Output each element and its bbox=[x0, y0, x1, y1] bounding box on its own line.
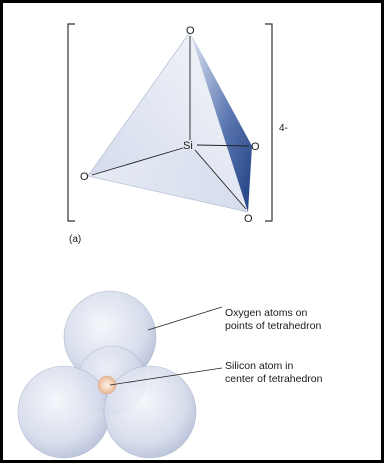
tetrahedron-right-face bbox=[190, 32, 252, 212]
oxygen-label-bottom-right: O bbox=[244, 213, 253, 225]
oxygen-callout-line bbox=[147, 306, 223, 331]
tetrahedron-bottom-face bbox=[88, 148, 248, 212]
oxygen-sphere-right bbox=[103, 365, 197, 459]
space-filling-model: Oxygen atoms on points of tetrahedron Si… bbox=[17, 290, 323, 459]
bond-si-right bbox=[196, 144, 250, 147]
oxygen-sphere-left bbox=[17, 365, 111, 459]
bond-si-bottom-right bbox=[194, 149, 247, 210]
silicon-callout-line2: center of tetrahedron bbox=[225, 373, 323, 385]
silicon-label: Si bbox=[183, 140, 193, 152]
edge-left-bottom bbox=[87, 175, 249, 213]
left-bracket bbox=[67, 23, 75, 222]
edge-top-left bbox=[87, 31, 191, 177]
oxygen-callout-line1: Oxygen atoms on bbox=[225, 307, 307, 319]
panel-label-a: (a) bbox=[69, 234, 81, 245]
oxygen-label-left: O bbox=[80, 171, 89, 183]
silicon-callout-line1: Silicon atom in bbox=[225, 360, 293, 372]
oxygen-label-right: O bbox=[251, 141, 260, 153]
bond-si-left bbox=[91, 147, 184, 176]
oxygen-callout-line2: points of tetrahedron bbox=[225, 320, 321, 332]
right-bracket bbox=[265, 23, 273, 222]
ion-charge-label: 4- bbox=[279, 123, 288, 134]
oxygen-label-top: O bbox=[186, 25, 195, 37]
silicon-callout-line bbox=[109, 367, 223, 386]
tetrahedron-diagram: O Si O O O 4- (a) bbox=[67, 23, 288, 245]
silicon-sphere bbox=[97, 375, 117, 395]
